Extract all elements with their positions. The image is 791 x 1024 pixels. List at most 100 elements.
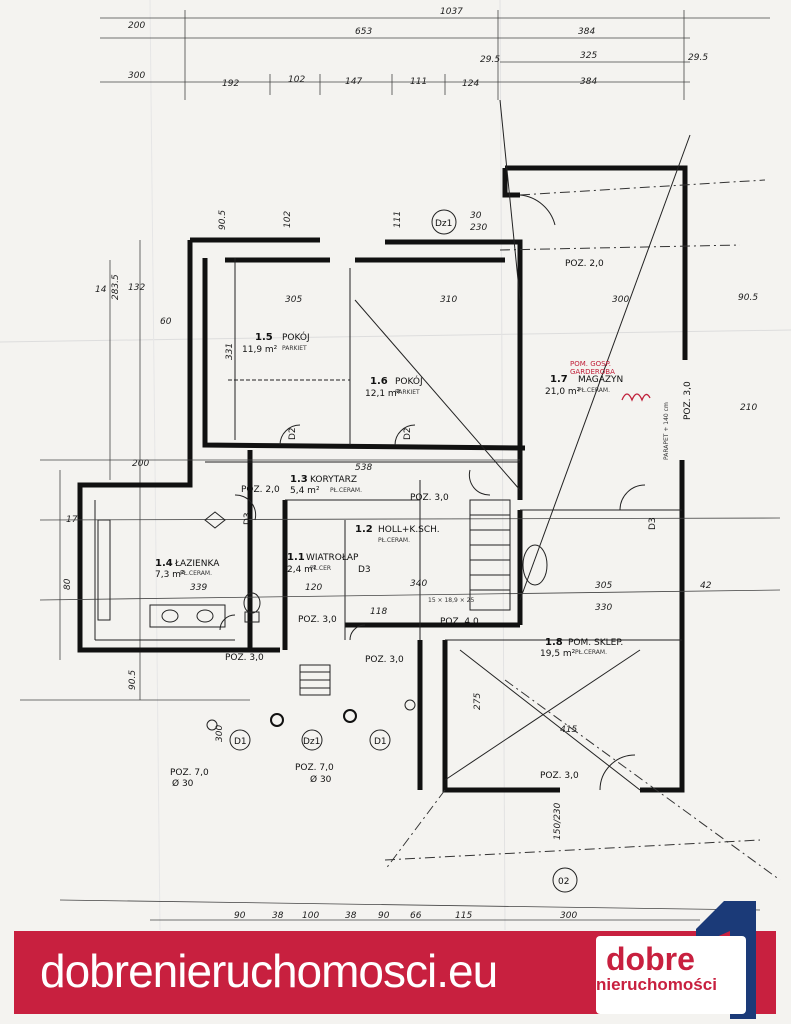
dim-int-4: 331 <box>225 343 235 360</box>
svg-text:WIATROŁAP: WIATROŁAP <box>306 553 359 563</box>
level-6: POZ. 7,0 <box>170 768 209 778</box>
dim-top-7: 29.5 <box>688 53 708 63</box>
walls <box>77 165 688 793</box>
dim-int-2: 310 <box>440 295 457 305</box>
dim-side-13: 230 <box>470 223 487 233</box>
level-8: POZ. 3,0 <box>365 655 404 665</box>
dim-top-5: 29.5 <box>480 55 500 65</box>
level-4: POZ. 3,0 <box>298 615 337 625</box>
dim-top-4: 384 <box>578 27 595 37</box>
level-3: POZ. 2,0 <box>241 485 280 495</box>
dim-top-14: 384 <box>580 77 597 87</box>
svg-text:POM. SKLEP.: POM. SKLEP. <box>568 638 623 648</box>
svg-text:1.4: 1.4 <box>155 558 173 569</box>
parapet-note: PARAPET + 140 cm <box>663 402 670 460</box>
dim-bot-1: 90 <box>234 911 246 921</box>
dim-top-10: 102 <box>288 75 305 85</box>
svg-text:POKÓJ: POKÓJ <box>282 331 310 343</box>
svg-text:2,4 m²: 2,4 m² <box>287 565 317 575</box>
red-note-line2: GARDEROBA <box>570 368 615 376</box>
svg-text:1.5: 1.5 <box>255 332 273 343</box>
room-1-4: 1.4 ŁAZIENKA 7,3 m² PŁ.CERAM. <box>155 558 220 580</box>
svg-text:1.3: 1.3 <box>290 474 308 485</box>
level-7: POZ. 7,0 <box>295 763 334 773</box>
dim-int-8: 118 <box>370 607 387 617</box>
dim-side-12: 30 <box>470 211 482 221</box>
level-9: POZ. 3,0 <box>225 653 264 663</box>
bathroom-fixtures <box>97 511 548 628</box>
room-1-5: 1.5 POKÓJ 11,9 m² PARKIET <box>242 331 310 355</box>
dim-int-9: 340 <box>410 579 427 589</box>
dim-bot-9: 150/230 <box>553 802 563 840</box>
svg-text:PARKIET: PARKIET <box>395 389 420 396</box>
room-1-6: 1.6 POKÓJ 12,1 m² PARKIET <box>365 375 423 399</box>
svg-text:POKÓJ: POKÓJ <box>395 375 423 387</box>
dim-int-7: 120 <box>305 583 322 593</box>
dim-side-2: 132 <box>128 283 145 293</box>
svg-text:1.1: 1.1 <box>287 552 305 563</box>
svg-text:PŁ.CER: PŁ.CER <box>310 565 331 572</box>
level-11: POZ. 3,0 <box>683 381 693 420</box>
dim-bot-2: 38 <box>272 911 284 921</box>
svg-text:ŁAZIENKA: ŁAZIENKA <box>174 559 220 569</box>
dimension-lines-left: 283.5 132 14 60 200 17 80 90.5 90.5 102 … <box>59 210 487 700</box>
dim-int-5: 538 <box>355 463 372 473</box>
dim-bot-4: 38 <box>345 911 357 921</box>
dim-int-17: 275 <box>473 693 483 710</box>
dashed-lines <box>20 99 781 911</box>
dim-top-8: 300 <box>128 71 145 81</box>
room-1-7: 1.7 MAGAZYN 21,0 m² PŁ.CERAM. <box>545 374 623 397</box>
dim-side-8: 90.5 <box>128 670 138 690</box>
level-10: POZ. 3,0 <box>540 771 579 781</box>
marker-d3-c: D3 <box>648 517 658 530</box>
dim-top-1: 200 <box>128 21 145 31</box>
dim-int-14: 42 <box>700 581 712 591</box>
dim-int-1: 305 <box>285 295 302 305</box>
marker-dz1-bottom: Dz1 <box>303 737 320 747</box>
svg-text:1.8: 1.8 <box>545 637 563 648</box>
dim-int-3: 300 <box>612 295 629 305</box>
dim-int-6: 339 <box>190 583 207 593</box>
marker-d3-b: D3 <box>358 565 371 575</box>
diameter-2: Ø 30 <box>310 774 332 785</box>
svg-text:1.7: 1.7 <box>550 374 568 385</box>
dim-int-10: 305 <box>595 581 612 591</box>
marker-dz1-top: Dz1 <box>435 219 452 229</box>
marker-d1-left: D1 <box>234 737 247 747</box>
dim-int-16: 300 <box>215 725 225 742</box>
dim-top-6: 325 <box>580 51 597 61</box>
marker-d1-right: D1 <box>374 737 387 747</box>
dim-bot-7: 115 <box>455 911 472 921</box>
dim-side-3: 14 <box>95 285 107 295</box>
dim-side-7: 80 <box>63 578 73 590</box>
dim-side-11: 111 <box>393 211 403 228</box>
interior-dimensions: 305 310 300 331 538 339 120 118 340 305 … <box>190 293 758 742</box>
dim-side-4: 60 <box>160 317 172 327</box>
dim-top-12: 111 <box>410 77 427 87</box>
dim-top-13: 124 <box>462 79 479 89</box>
svg-text:PŁ.CERAM.: PŁ.CERAM. <box>180 570 212 577</box>
dim-bot-8: 300 <box>560 911 577 921</box>
stair-spec: 15 × 18,9 × 25 <box>428 597 474 604</box>
level-marks: POZ. 2,0 POZ. 3,0 POZ. 2,0 POZ. 3,0 POZ.… <box>170 259 693 789</box>
partitions <box>94 258 682 641</box>
dim-int-13: 210 <box>740 403 757 413</box>
dimension-lines-top: 200 1037 653 384 29.5 325 29.5 300 192 1… <box>100 7 770 100</box>
level-1: POZ. 2,0 <box>565 259 604 269</box>
svg-text:PŁ.CERAM.: PŁ.CERAM. <box>578 387 610 394</box>
dim-side-10: 102 <box>283 211 293 228</box>
dim-int-11: 330 <box>595 603 612 613</box>
room-1-2: 1.2 HOLL+K.SCH. PŁ.CERAM. <box>355 524 440 544</box>
room-1-1: 1.1 WIATROŁAP 2,4 m² PŁ.CER <box>287 552 359 575</box>
dim-top-3: 653 <box>355 27 372 37</box>
room-labels: 1.5 POKÓJ 11,9 m² PARKIET 1.6 POKÓJ 12,1… <box>155 331 651 659</box>
svg-text:MAGAZYN: MAGAZYN <box>578 375 623 385</box>
logo-word-top: dobre <box>606 941 695 977</box>
svg-text:11,9 m²: 11,9 m² <box>242 345 278 355</box>
svg-text:5,4 m²: 5,4 m² <box>290 486 320 496</box>
logo-word-bottom: nieruchomości <box>596 975 717 994</box>
svg-text:PŁ.CERAM.: PŁ.CERAM. <box>575 649 607 656</box>
brand-logo: dobre nieruchomości <box>584 901 776 1019</box>
svg-text:12,1 m²: 12,1 m² <box>365 389 401 399</box>
